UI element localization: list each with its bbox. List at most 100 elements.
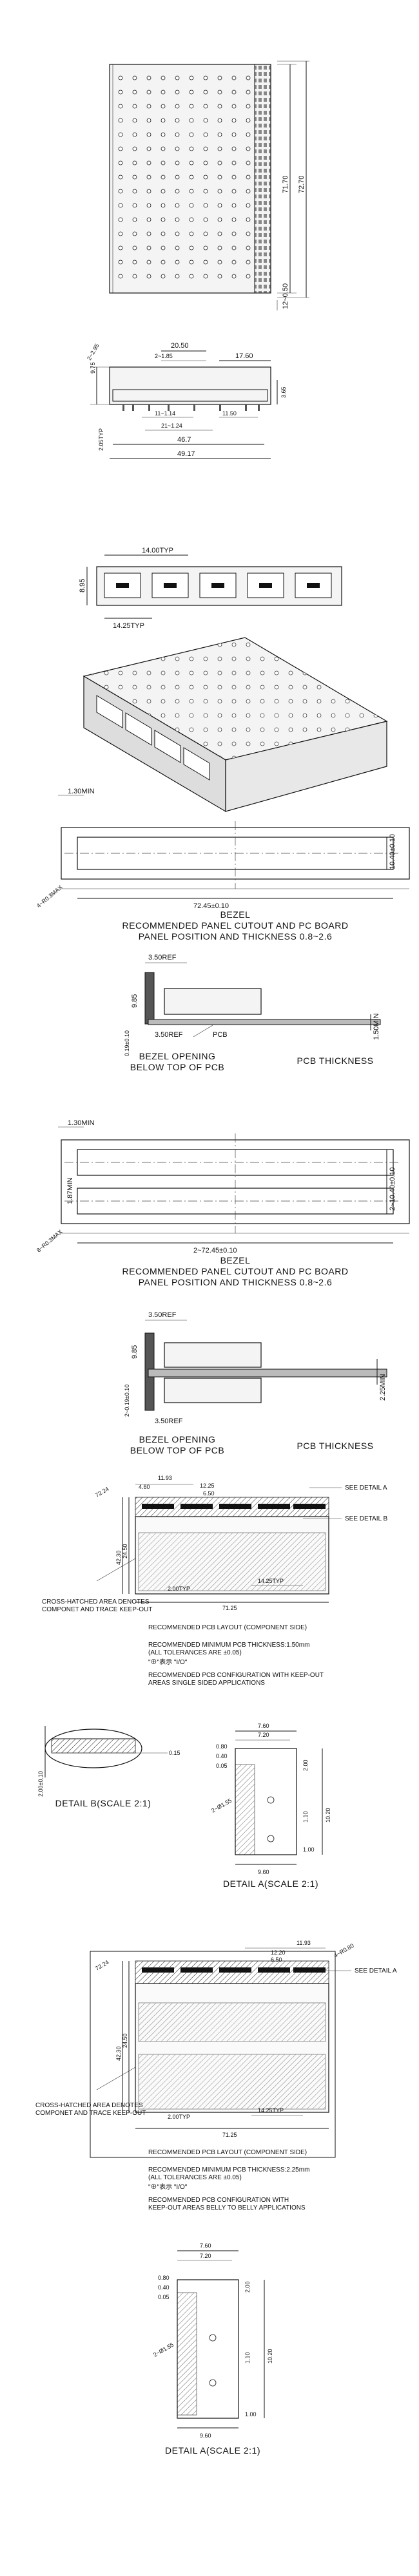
detail-a-1-b: 7.20 xyxy=(258,1732,269,1738)
detail-a-2-k: 1.00 xyxy=(245,2411,257,2418)
pcb-2-opening-2: BELOW TOP OF PCB xyxy=(130,1445,224,1455)
dim-side-b: 20.50 xyxy=(171,342,189,350)
layout-2-hatched-1: CROSS-HATCHED AREA DENOTES xyxy=(35,2102,143,2109)
layout-2-note-6: KEEP-OUT AREAS BELLY TO BELLY APPLICATIO… xyxy=(148,2204,306,2211)
layout-2-note-4: "⊕"表示 "I/O" xyxy=(148,2183,188,2191)
iso-side-face xyxy=(225,721,387,812)
layout-1-a: 11.93 xyxy=(158,1475,172,1481)
pcb-1-a: 9.85 xyxy=(131,994,139,1008)
dim-side-h: 21~1.24 xyxy=(161,422,182,429)
layout-1-b: 4.60 xyxy=(139,1484,150,1490)
dim-front-a: 14.00TYP xyxy=(142,547,173,554)
detail-b-b: 0.15 xyxy=(169,1750,180,1756)
detail-a-1-i: 2~Ø1.55 xyxy=(210,1797,233,1814)
dim-front-b: 8.95 xyxy=(79,579,86,592)
dim-top-a: 71.70 xyxy=(282,175,289,193)
detail-a-1: 7.60 7.20 0.80 0.40 0.05 2.00 1.10 10.20… xyxy=(210,1723,331,1889)
layout-1-note-5: RECOMMENDED PCB CONFIGURATION WITH KEEP-… xyxy=(148,1672,324,1679)
pcb-1-b: 0.19±0.10 xyxy=(124,1030,130,1056)
layout-1-note-6: AREAS SINGLE SIDED APPLICATIONS xyxy=(148,1680,265,1687)
bezel-2-gap: 1.87MIN xyxy=(66,1177,74,1204)
layout-2-i: 14.25TYP xyxy=(258,2107,284,2114)
detail-b: 0.15 2.00±0.10 DETAIL B(SCALE 2:1) xyxy=(37,1726,180,1808)
dim-side-k: 49.17 xyxy=(177,450,195,458)
layout-1-d: 6.50 xyxy=(203,1490,215,1497)
layout-1-f: 42.30 xyxy=(115,1550,122,1565)
detail-a-2-f: 2.00 xyxy=(244,2281,251,2293)
detail-a-1-d: 0.40 xyxy=(216,1753,228,1759)
layout-2-c: 6.50 xyxy=(271,1956,282,1963)
pcb-2-b: 2~0.19±0.10 xyxy=(124,1385,130,1417)
bezel-1-radius: 4~R0.3MAX xyxy=(35,884,64,909)
layout-2-note-5: RECOMMENDED PCB CONFIGURATION WITH xyxy=(148,2197,289,2204)
layout-1-g: 24.50 xyxy=(122,1544,128,1558)
detail-a-1-a: 7.60 xyxy=(258,1723,269,1729)
pcb-1-opening-2: BELOW TOP OF PCB xyxy=(130,1062,224,1072)
layout-2-note-3: (ALL TOLERANCES ARE ±0.05) xyxy=(148,2174,242,2181)
dim-top-c: 12~0.50 xyxy=(282,283,289,309)
bezel-1-label: BEZEL xyxy=(220,909,251,920)
pcb-2-ref-bottom: 3.50REF xyxy=(155,1417,183,1425)
bezel-2-caption-1: RECOMMENDED PANEL CUTOUT AND PC BOARD xyxy=(122,1266,349,1276)
layout-2-hatched-2: COMPONET AND TRACE KEEP-OUT xyxy=(35,2110,146,2117)
bezel-cutout-1: 1.30MIN 10.40±0.10 4~R0.3MAX 72.45±0.10 … xyxy=(35,788,410,942)
pcb-1-ref-bottom: 3.50REF xyxy=(155,1031,183,1039)
layout-1-c: 12.25 xyxy=(200,1482,215,1489)
layout-2-e: 72.24 xyxy=(94,1959,110,1972)
bezel-2-radius: 8~R0.3MAX xyxy=(35,1229,64,1254)
dim-front-c: 14.25TYP xyxy=(113,622,144,630)
detail-a-2-d: 0.40 xyxy=(158,2284,170,2291)
layout-1-hatched-1: CROSS-HATCHED AREA DENOTES xyxy=(42,1598,150,1605)
detail-a-2: 7.60 7.20 0.80 0.40 0.05 2.00 1.10 10.20… xyxy=(152,2242,273,2456)
emi-fingers xyxy=(254,64,271,294)
detail-a-1-h: 10.20 xyxy=(325,1808,331,1823)
dim-side-g: 11~1.14 xyxy=(155,410,175,417)
layout-1-see-a: SEE DETAIL A xyxy=(345,1484,387,1492)
layout-2-note-2: RECOMMENDED MINIMUM PCB THICKNESS:2.25mm xyxy=(148,2166,309,2174)
isometric-view xyxy=(83,637,388,813)
bezel-1-caption-2: PANEL POSITION AND THICKNESS 0.8~2.6 xyxy=(139,931,333,942)
pcb-layout-1: 42.30 24.50 11.93 4.60 12.25 6.50 72.24 … xyxy=(42,1475,387,1687)
detail-a-2-g: 1.10 xyxy=(244,2352,251,2363)
detail-a-1-g: 1.10 xyxy=(302,1811,309,1823)
dim-side-i: 11.50 xyxy=(222,410,237,417)
pcb-1-thickness: PCB THICKNESS xyxy=(297,1056,373,1066)
detail-b-caption: DETAIL B(SCALE 2:1) xyxy=(55,1798,151,1808)
pcb-2-ref-top: 3.50REF xyxy=(148,1311,177,1319)
layout-2-see-a: SEE DETAIL A xyxy=(355,1967,397,1975)
pcb-1-board xyxy=(148,1019,381,1025)
pcb-1-label: PCB xyxy=(213,1031,228,1039)
detail-a-2-b: 7.20 xyxy=(200,2253,211,2259)
side-body xyxy=(109,366,271,405)
layout-2-b: 12.20 xyxy=(271,1949,286,1956)
layout-1-note-4: "⊕"表示 "I/O" xyxy=(148,1658,188,1666)
detail-a-1-e: 0.05 xyxy=(216,1763,228,1769)
dim-side-j: 46.7 xyxy=(177,436,191,444)
top-view: 71.70 72.70 12~0.50 xyxy=(109,61,309,310)
pcb-2-opening-1: BEZEL OPENING xyxy=(139,1434,216,1444)
pcb-2-a: 9.85 xyxy=(131,1345,139,1359)
detail-a-1-k: 1.00 xyxy=(303,1846,315,1853)
layout-1-note-1: RECOMMENDED PCB LAYOUT (COMPONENT SIDE) xyxy=(148,1624,307,1631)
detail-a-2-h: 10.20 xyxy=(267,2349,273,2363)
detail-a-2-caption: DETAIL A(SCALE 2:1) xyxy=(165,2445,260,2456)
pcb-2-thickness: PCB THICKNESS xyxy=(297,1441,373,1451)
bezel-1-height: 10.40±0.10 xyxy=(389,834,396,869)
dim-side-a: 2~2.95 xyxy=(86,343,101,361)
layout-2-f: 42.30 xyxy=(115,2046,122,2061)
layout-2-d: 4~R0.80 xyxy=(333,1942,355,1959)
layout-2-h: 2.00TYP xyxy=(168,2114,190,2120)
bezel-2-caption-2: PANEL POSITION AND THICKNESS 0.8~2.6 xyxy=(139,1277,333,1287)
layout-1-note-3: (ALL TOLERANCES ARE ±0.05) xyxy=(148,1649,242,1656)
dim-side-d: 17.60 xyxy=(235,352,253,360)
layout-1-i: 14.25TYP xyxy=(258,1578,284,1584)
layout-2-note-1: RECOMMENDED PCB LAYOUT (COMPONENT SIDE) xyxy=(148,2149,307,2156)
layout-1-hatched-2: COMPONET AND TRACE KEEP-OUT xyxy=(42,1606,152,1613)
side-view: 9.75 2~2.95 2.05TYP 20.50 2~1.85 17.60 3… xyxy=(86,342,287,459)
layout-1-see-b: SEE DETAIL B xyxy=(345,1515,387,1522)
layout-1-e: 72.24 xyxy=(94,1486,110,1499)
detail-a-1-j: 9.60 xyxy=(258,1869,269,1875)
detail-a-1-caption: DETAIL A(SCALE 2:1) xyxy=(223,1879,318,1889)
detail-b-a: 2.00±0.10 xyxy=(37,1771,44,1797)
